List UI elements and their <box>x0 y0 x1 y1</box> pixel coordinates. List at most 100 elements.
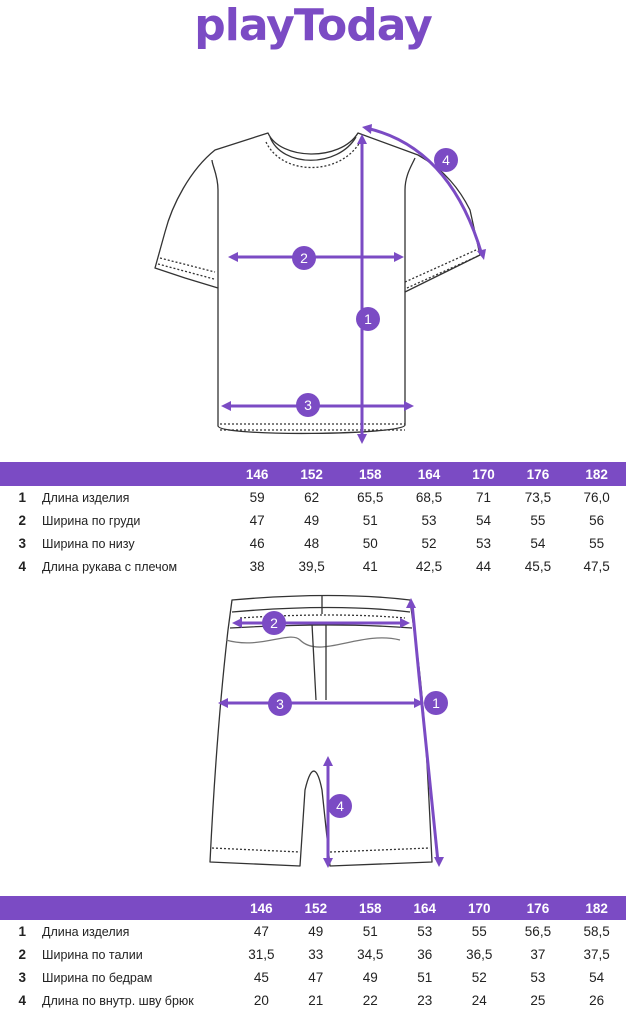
table-cell: 23 <box>417 993 433 1008</box>
size-header: 170 <box>458 462 509 486</box>
row-label: Длина по внутр. шву брюк <box>42 993 194 1008</box>
shorts-marker-3: 3 <box>268 692 292 716</box>
table-cell: 26 <box>589 993 605 1008</box>
table-cell: 51 <box>417 970 433 985</box>
tshirt-marker-2: 2 <box>292 246 316 270</box>
table-row: 2 Ширина по груди 47 49 51 53 54 55 56 <box>0 509 626 532</box>
table-cell: 22 <box>362 993 378 1008</box>
size-header: 158 <box>340 462 400 486</box>
shorts-drawing: 1 2 3 4 <box>209 594 448 868</box>
table-cell: 53 <box>475 536 491 551</box>
table-cell: 36 <box>417 947 433 962</box>
table-cell: 46 <box>249 536 265 551</box>
row-number: 1 <box>18 490 26 505</box>
size-header: 176 <box>508 896 568 920</box>
table-cell: 52 <box>471 970 487 985</box>
table-cell: 45,5 <box>524 559 552 574</box>
table-cell: 38 <box>249 559 265 574</box>
table-cell: 47 <box>249 513 265 528</box>
table-cell: 47,5 <box>583 559 610 574</box>
row-number: 2 <box>18 947 26 962</box>
table-cell: 25 <box>530 993 546 1008</box>
size-header: 176 <box>508 462 568 486</box>
size-header: 152 <box>290 896 341 920</box>
table-row: 3 Ширина по низу 46 48 50 52 53 54 55 <box>0 532 626 555</box>
table-row: 4 Длина по внутр. шву брюк 20 21 22 23 2… <box>0 989 626 1012</box>
size-header: 182 <box>567 896 626 920</box>
table-cell: 53 <box>530 970 546 985</box>
table-row: 1 Длина изделия 47 49 51 53 55 56,5 58,5 <box>0 920 626 943</box>
svg-text:2: 2 <box>270 615 278 631</box>
table-cell: 34,5 <box>357 947 384 962</box>
table-cell: 21 <box>308 993 324 1008</box>
table-cell: 56 <box>589 513 605 528</box>
table-cell: 47 <box>308 970 324 985</box>
row-number: 2 <box>18 513 26 528</box>
row-number: 4 <box>18 559 26 574</box>
row-label: Длина изделия <box>42 924 130 939</box>
table-cell: 56,5 <box>524 924 552 939</box>
table-header-row: 146 152 158 164 170 176 182 <box>0 896 626 920</box>
table-cell: 33 <box>308 947 324 962</box>
table-cell: 54 <box>530 536 546 551</box>
svg-text:2: 2 <box>300 250 308 266</box>
svg-text:1: 1 <box>364 311 372 327</box>
table-cell: 71 <box>475 490 491 505</box>
table-cell: 36,5 <box>466 947 493 962</box>
size-header: 146 <box>232 462 283 486</box>
shorts-marker-2: 2 <box>262 611 286 635</box>
size-header: 152 <box>282 462 341 486</box>
tshirt-marker-3: 3 <box>296 393 320 417</box>
table-cell: 47 <box>253 924 269 939</box>
table-row: 1 Длина изделия 59 62 65,5 68,5 71 73,5 … <box>0 486 626 509</box>
size-header: 170 <box>449 896 509 920</box>
table-cell: 24 <box>471 993 487 1008</box>
table-cell: 31,5 <box>248 947 275 962</box>
table-cell: 48 <box>304 536 320 551</box>
size-header: 182 <box>567 462 626 486</box>
row-number: 4 <box>18 993 26 1008</box>
tshirt-outline <box>154 132 481 435</box>
tshirt-marker-4: 4 <box>434 148 458 172</box>
row-label: Длина рукава с плечом <box>42 559 178 574</box>
tshirt-drawing: 1 2 3 4 <box>154 124 486 444</box>
svg-text:4: 4 <box>336 798 344 814</box>
shorts-outline <box>209 594 433 867</box>
table-cell: 49 <box>308 924 324 939</box>
table-row: 3 Ширина по бедрам 45 47 49 51 52 53 54 <box>0 966 626 989</box>
size-header: 146 <box>232 896 291 920</box>
svg-text:1: 1 <box>432 695 440 711</box>
tshirt-size-table: 146 152 158 164 170 176 182 1 Длина изде… <box>0 462 626 578</box>
row-label: Ширина по бедрам <box>42 970 153 985</box>
table-cell: 68,5 <box>415 490 443 505</box>
svg-text:3: 3 <box>304 397 312 413</box>
table-cell: 54 <box>475 513 491 528</box>
table-cell: 41 <box>362 559 378 574</box>
svg-text:4: 4 <box>442 152 450 168</box>
table-cell: 45 <box>253 970 269 985</box>
table-cell: 44 <box>475 559 491 574</box>
brand-logo: playToday <box>194 0 433 51</box>
row-label: Длина изделия <box>42 490 130 505</box>
table-cell: 62 <box>304 490 320 505</box>
table-cell: 59 <box>249 490 265 505</box>
table-cell: 54 <box>589 970 605 985</box>
table-row: 4 Длина рукава с плечом 38 39,5 41 42,5 … <box>0 555 626 578</box>
size-header: 164 <box>399 896 450 920</box>
table-cell: 58,5 <box>583 924 610 939</box>
table-cell: 42,5 <box>415 559 443 574</box>
row-number: 3 <box>18 536 26 551</box>
row-number: 3 <box>18 970 26 985</box>
table-cell: 55 <box>589 536 605 551</box>
shorts-marker-4: 4 <box>328 794 352 818</box>
table-cell: 37,5 <box>583 947 610 962</box>
size-header: 158 <box>340 896 400 920</box>
table-cell: 53 <box>417 924 433 939</box>
table-header-row: 146 152 158 164 170 176 182 <box>0 462 626 486</box>
table-cell: 51 <box>362 924 378 939</box>
table-cell: 37 <box>530 947 546 962</box>
table-cell: 53 <box>421 513 437 528</box>
table-cell: 20 <box>253 993 269 1008</box>
table-cell: 39,5 <box>298 559 325 574</box>
table-cell: 50 <box>362 536 378 551</box>
